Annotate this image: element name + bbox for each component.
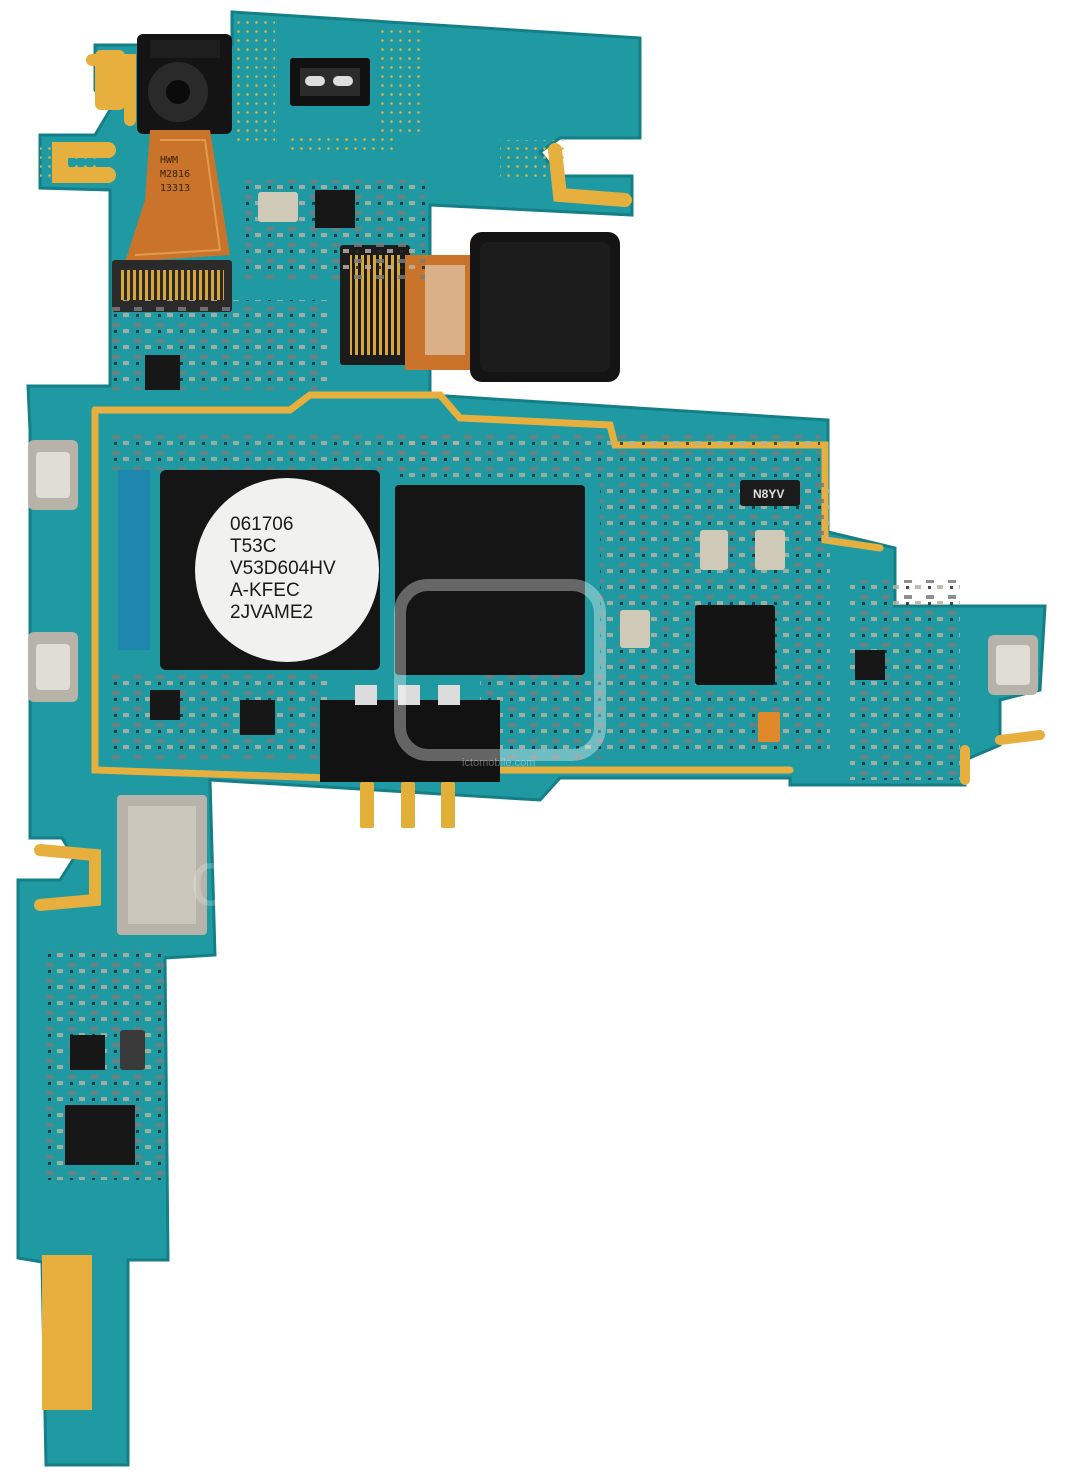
camera-connector (112, 260, 232, 312)
marked-component: N8YV (740, 480, 800, 506)
rear-camera-flex (405, 255, 475, 370)
flex-print-2: M2816 (160, 169, 190, 180)
tantalum-capacitor (758, 712, 780, 742)
soc-line-2: T53C (230, 536, 276, 557)
soc-chip: 061706 T53C V53D604HV A-KFEC 2JVAME2 (160, 470, 380, 670)
flex-print-1: HWM (160, 155, 178, 166)
small-ics (65, 190, 885, 1165)
rf-ic (695, 605, 775, 685)
camera-flex-cable: HWM M2816 13313 (125, 130, 230, 262)
watermark: ctomobile ictomobile.com (190, 579, 758, 922)
watermark-brand: ctomobile (190, 834, 758, 922)
gold-pads (42, 50, 125, 1410)
side-buttons (28, 440, 1038, 702)
front-camera (137, 34, 232, 134)
soc-line-5: 2JVAME2 (230, 602, 313, 623)
soc-line-3: V53D604HV (230, 558, 336, 579)
component-marking: N8YV (753, 487, 784, 501)
soc-line-4: A-KFEC (230, 580, 300, 601)
proximity-sensor (290, 58, 370, 106)
soc-line-1: 061706 (230, 514, 293, 535)
battery-connector (320, 685, 500, 828)
flex-print-3: 13313 (160, 183, 190, 194)
metal-parts (117, 192, 785, 1070)
pad-strip (118, 470, 150, 650)
memory-chip (395, 485, 585, 675)
rear-camera-module (470, 232, 620, 382)
watermark-url: ictomobile.com (462, 757, 535, 769)
